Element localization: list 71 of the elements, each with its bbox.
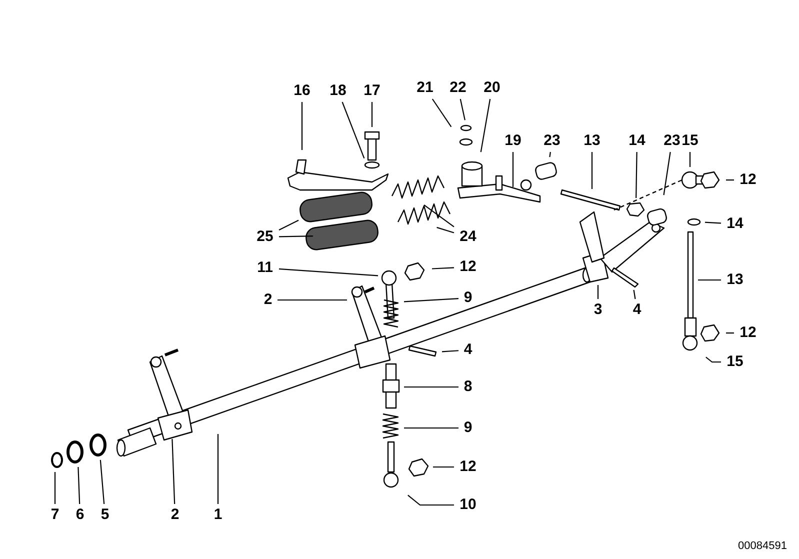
leader-line <box>591 152 593 189</box>
leader-line <box>301 102 303 150</box>
leader-line <box>512 152 514 187</box>
leader-line <box>432 267 454 270</box>
leader-line <box>704 222 722 224</box>
leader-line <box>433 466 454 468</box>
leader-line <box>597 285 599 299</box>
callout-number: 13 <box>724 271 746 289</box>
callout-number: 5 <box>98 506 112 524</box>
callout-number: 13 <box>581 132 603 150</box>
callout-number: 24 <box>457 228 479 246</box>
callout-number: 1 <box>212 506 224 524</box>
leader-line <box>706 356 721 363</box>
leader-line <box>460 98 466 120</box>
leader-line <box>371 102 373 127</box>
leader-line <box>726 179 734 181</box>
leader-line <box>404 298 459 302</box>
leader-line <box>54 472 56 504</box>
callout-number: 16 <box>291 82 313 100</box>
callout-number: 20 <box>481 79 503 97</box>
leader-line <box>78 466 80 504</box>
callout-number: 11 <box>254 259 276 277</box>
leader-line <box>408 494 454 506</box>
callout-number: 12 <box>457 258 479 276</box>
callout-number: 9 <box>462 419 474 437</box>
leader-line <box>278 299 347 301</box>
callout-number: 23 <box>541 132 563 150</box>
callout-number: 25 <box>254 228 276 246</box>
callout-number: 22 <box>447 79 469 97</box>
leader-line <box>436 226 454 234</box>
leader-line <box>278 220 299 230</box>
callout-number: 15 <box>724 353 746 371</box>
callout-number: 8 <box>462 378 474 396</box>
leader-line <box>217 434 219 504</box>
leader-line <box>636 152 638 198</box>
callout-number: 6 <box>74 506 86 524</box>
leader-line <box>279 236 313 238</box>
callout-number: 2 <box>168 506 182 524</box>
callout-number: 21 <box>414 79 436 97</box>
callout-number: 14 <box>724 215 746 233</box>
leader-line <box>404 427 458 429</box>
leader-line <box>342 102 365 159</box>
part-number: 00084591 <box>738 540 787 552</box>
leader-line <box>100 460 105 504</box>
callout-number: 4 <box>630 301 644 319</box>
leader-line <box>432 98 452 128</box>
callout-number: 19 <box>502 132 524 150</box>
callout-number: 10 <box>457 496 479 514</box>
leader-line <box>172 438 176 504</box>
callout-number: 12 <box>737 324 759 342</box>
leader-line <box>424 204 454 228</box>
callout-number: 9 <box>462 289 474 307</box>
callout-number: 12 <box>457 458 479 476</box>
leader-line <box>633 290 636 300</box>
callout-number: 7 <box>48 506 62 524</box>
leader-line <box>404 386 458 388</box>
leader-line <box>278 268 378 276</box>
callout-number: 3 <box>592 301 604 319</box>
callout-number: 12 <box>737 171 759 189</box>
callout-number: 4 <box>462 341 474 359</box>
leader-line <box>698 279 721 281</box>
leader-line <box>689 152 691 167</box>
leader-line <box>663 152 671 196</box>
leader-line <box>549 152 551 158</box>
callout-number: 14 <box>626 132 648 150</box>
leader-line <box>480 98 491 152</box>
callout-number: 17 <box>361 82 383 100</box>
leader-line <box>726 332 734 334</box>
leader-line <box>442 350 459 352</box>
callout-number: 18 <box>327 82 349 100</box>
callout-number: 2 <box>262 291 274 309</box>
